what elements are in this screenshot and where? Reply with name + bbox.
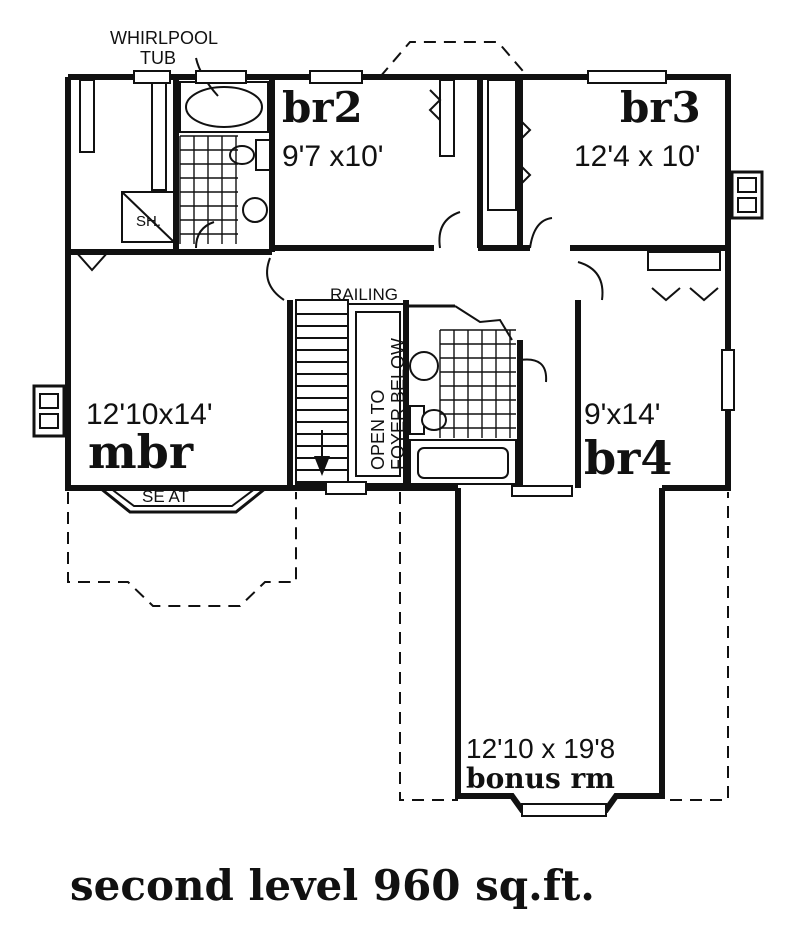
dashed-projections <box>67 41 729 801</box>
bay-seat <box>99 486 267 514</box>
interior-walls <box>68 77 728 492</box>
mbr-dims: 12'10x14' <box>86 398 213 431</box>
br4-dims: 9'x14' <box>584 398 661 431</box>
staircase <box>295 299 405 485</box>
shower-label: SH. <box>136 213 161 230</box>
br3-dims: 12'4 x 10' <box>574 140 701 173</box>
open-label-1: OPEN TO <box>368 390 388 470</box>
whirlpool-label: WHIRLPOOL <box>110 28 218 48</box>
mbr-name: mbr <box>88 425 194 479</box>
open-label-2: FOYER BELOW <box>388 338 408 470</box>
chimneys <box>32 170 764 438</box>
br4-name: br4 <box>584 431 672 485</box>
room-labels: br2 9'7 x10' br3 12'4 x 10' 12'10x14' mb… <box>86 83 701 795</box>
bonus-name: bonus rm <box>466 762 615 795</box>
doors <box>75 211 604 383</box>
railing-label: RAILING <box>330 285 398 304</box>
br2-dims: 9'7 x10' <box>282 140 384 173</box>
plan-title: second level 960 sq.ft. <box>70 861 595 910</box>
seat-label: SE AT <box>142 487 189 506</box>
annotations: WHIRLPOOL TUB SH. RAILING SE AT OPEN TO … <box>110 28 408 506</box>
br2-name: br2 <box>282 83 363 132</box>
br3-name: br3 <box>620 83 701 132</box>
hall-bath-tiles <box>439 329 516 438</box>
hall-bath <box>409 305 517 485</box>
tub-label: TUB <box>140 48 176 68</box>
master-bath-tiles <box>179 135 238 244</box>
bonus-dims: 12'10 x 19'8 <box>466 733 615 764</box>
windows <box>133 70 735 817</box>
